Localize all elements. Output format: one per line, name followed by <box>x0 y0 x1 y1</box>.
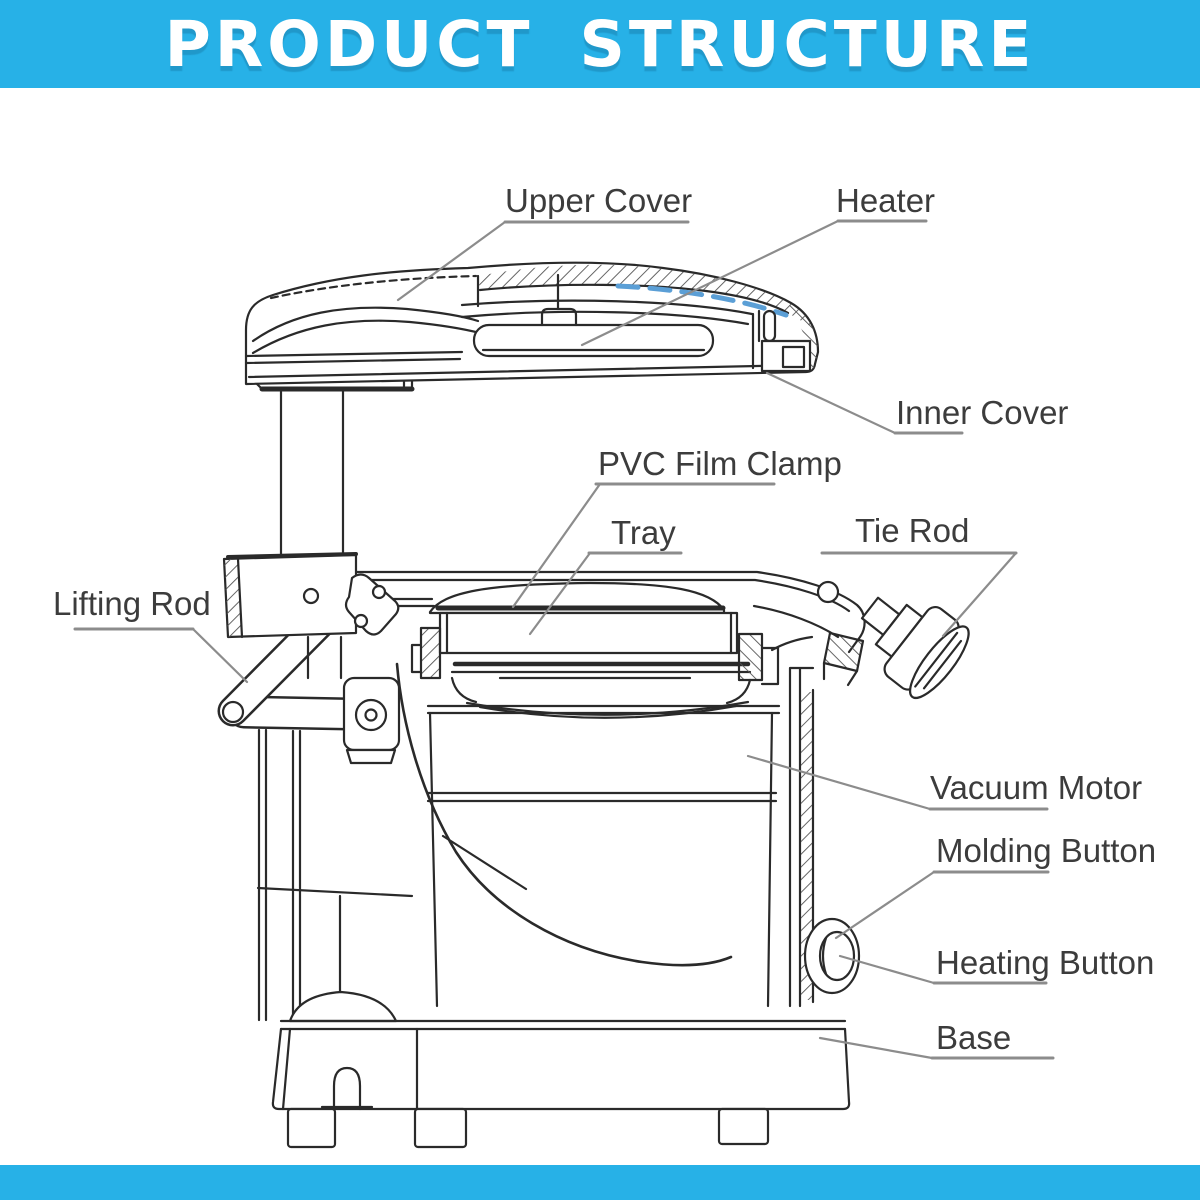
base-leader <box>818 1036 934 1060</box>
label-heating-button: Heating Button <box>936 944 1155 981</box>
right-panel <box>770 631 865 1008</box>
heating-button-knob <box>818 930 856 982</box>
pvc-film-clamp-leader <box>511 482 602 609</box>
tie-rod-knob <box>860 596 970 700</box>
label-tray: Tray <box>611 514 676 551</box>
control-buttons <box>803 917 861 995</box>
label-inner-cover: Inner Cover <box>896 394 1069 431</box>
left-bracket <box>222 552 358 639</box>
pvc-film-sheet <box>395 662 733 967</box>
bottom-banner <box>0 1165 1200 1200</box>
base-foot <box>286 1107 337 1149</box>
lifting-rod-leader <box>191 627 249 684</box>
upper-cover-leader <box>396 220 507 302</box>
inner-cover-detail <box>751 304 818 373</box>
base-assembly <box>271 990 851 1149</box>
inner-cover-leader <box>765 371 897 435</box>
vacuum-motor-leader <box>746 754 932 811</box>
label-pvc-film-clamp: PVC Film Clamp <box>598 445 842 482</box>
pivot-block <box>342 676 401 765</box>
page-title-word-2: STRUCTURE <box>579 7 1036 81</box>
label-vacuum-motor: Vacuum Motor <box>930 769 1143 806</box>
column-legs <box>256 635 414 1022</box>
hinge-link-plates <box>344 573 400 636</box>
base-foot <box>717 1107 770 1146</box>
top-banner: PRODUCT STRUCTURE <box>0 0 1200 88</box>
tie-rod-leader <box>941 551 1018 638</box>
label-base: Base <box>936 1019 1012 1056</box>
base-foot <box>413 1107 468 1149</box>
page-title-word-1: PRODUCT <box>164 7 534 81</box>
upper-cover-head <box>244 261 820 386</box>
label-molding-button: Molding Button <box>936 832 1157 869</box>
label-upper-cover: Upper Cover <box>505 182 693 219</box>
label-lifting-rod: Lifting Rod <box>53 585 211 622</box>
tray-leader <box>528 551 592 636</box>
label-tie-rod: Tie Rod <box>855 512 970 549</box>
heating-button-leader <box>838 954 936 985</box>
tray-block <box>438 611 739 655</box>
support-column <box>255 379 415 556</box>
tray-clamp-stack <box>410 581 781 719</box>
label-heater: Heater <box>836 182 936 219</box>
heater-highlight-dashes <box>615 283 789 318</box>
molding-button-leader <box>834 870 936 940</box>
heater-leader <box>580 219 840 347</box>
